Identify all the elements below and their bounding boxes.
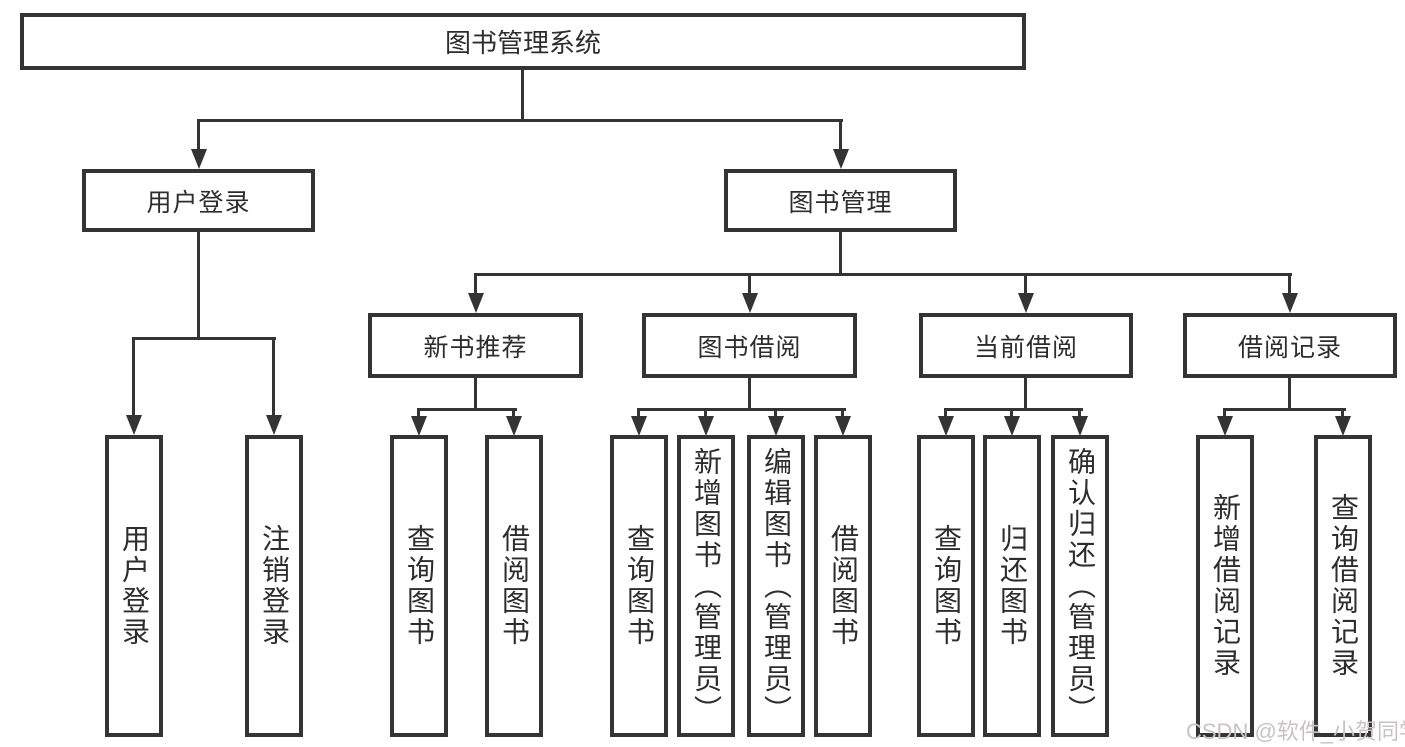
- node-label: 借阅图书: [828, 524, 859, 648]
- csdn-watermark: CSDN @软件_小贺同学: [1186, 719, 1405, 744]
- arrow-down-icon: [742, 293, 758, 313]
- node-borrowing-records: 借阅记录: [1183, 313, 1397, 378]
- connector-line: [637, 411, 640, 419]
- connector-line: [132, 337, 276, 340]
- connector-line: [944, 408, 1083, 411]
- connector-line: [1223, 408, 1346, 411]
- arrow-down-icon: [835, 416, 851, 436]
- connector-line: [197, 122, 200, 152]
- connector-line: [637, 408, 846, 411]
- node-label: 图书管理系统: [444, 28, 601, 58]
- connector-line: [774, 411, 777, 419]
- arrow-down-icon: [1335, 416, 1351, 436]
- leaf-edit-books-admin: 编辑图书（管理员）: [747, 435, 805, 737]
- leaf-borrow-books-recommend: 借阅图书: [485, 435, 543, 737]
- arrow-down-icon: [1072, 416, 1088, 436]
- connector-line: [1223, 411, 1226, 419]
- connector-line: [197, 119, 843, 122]
- connector-line: [197, 232, 200, 337]
- connector-line: [474, 276, 477, 296]
- leaf-confirm-return-admin: 确认归还（管理员）: [1051, 435, 1109, 737]
- node-label: 归还图书: [997, 524, 1028, 648]
- connector-line: [417, 411, 420, 419]
- node-label: 查询借阅记录: [1328, 493, 1359, 679]
- node-label: 确认归还（管理员）: [1065, 446, 1096, 726]
- connector-line: [1078, 411, 1081, 419]
- connector-line: [474, 378, 477, 408]
- arrow-down-icon: [1217, 416, 1233, 436]
- leaf-return-books: 归还图书: [983, 435, 1041, 737]
- arrow-down-icon: [938, 416, 954, 436]
- node-label: 用户登录: [146, 188, 251, 217]
- connector-line: [474, 273, 1292, 276]
- leaf-query-borrow-record: 查询借阅记录: [1314, 435, 1372, 737]
- node-book-borrowing: 图书借阅: [642, 313, 857, 378]
- node-label: 查询图书: [624, 524, 655, 648]
- leaf-add-books-admin: 新增图书（管理员）: [677, 435, 735, 737]
- arrow-down-icon: [468, 293, 484, 313]
- node-label: 当前借阅: [973, 333, 1078, 362]
- arrow-down-icon: [698, 416, 714, 436]
- connector-line: [1288, 378, 1291, 408]
- leaf-query-books-borrowing: 查询图书: [610, 435, 668, 737]
- node-label: 借阅图书: [499, 524, 530, 648]
- arrow-down-icon: [191, 149, 207, 169]
- arrow-down-icon: [1004, 416, 1020, 436]
- leaf-logout: 注销登录: [245, 435, 303, 737]
- connector-line: [841, 411, 844, 419]
- connector-line: [272, 340, 275, 420]
- connector-line: [132, 340, 135, 420]
- connector-line: [521, 69, 524, 119]
- connector-line: [748, 378, 751, 408]
- connector-line: [748, 276, 751, 296]
- node-book-management: 图书管理: [724, 169, 957, 232]
- node-label: 查询图书: [404, 524, 435, 648]
- leaf-user-login: 用户登录: [105, 435, 163, 737]
- connector-line: [1024, 378, 1027, 408]
- leaf-query-books-current: 查询图书: [917, 435, 975, 737]
- arrow-down-icon: [506, 416, 522, 436]
- arrow-down-icon: [126, 415, 142, 435]
- node-label: 借阅记录: [1237, 333, 1342, 362]
- connector-line: [512, 411, 515, 419]
- arrow-down-icon: [1282, 293, 1298, 313]
- connector-line: [944, 411, 947, 419]
- node-new-book-recommend: 新书推荐: [368, 313, 583, 378]
- connector-line: [839, 122, 842, 152]
- node-label: 新书推荐: [423, 333, 528, 362]
- leaf-borrow-books: 借阅图书: [814, 435, 872, 737]
- node-label: 用户登录: [119, 524, 150, 648]
- arrow-down-icon: [1018, 293, 1034, 313]
- node-label: 新增借阅记录: [1210, 493, 1241, 679]
- node-label: 图书管理: [788, 188, 893, 217]
- connector-line: [417, 408, 517, 411]
- connector-line: [1010, 411, 1013, 419]
- connector-line: [1341, 411, 1344, 419]
- leaf-query-books-recommend: 查询图书: [390, 435, 448, 737]
- arrow-down-icon: [833, 149, 849, 169]
- arrow-down-icon: [631, 416, 647, 436]
- arrow-down-icon: [411, 416, 427, 436]
- node-label: 新增图书（管理员）: [691, 446, 722, 726]
- connector-line: [704, 411, 707, 419]
- node-label: 图书借阅: [697, 333, 802, 362]
- leaf-add-borrow-record: 新增借阅记录: [1196, 435, 1254, 737]
- node-library-management-system: 图书管理系统: [20, 13, 1026, 70]
- arrow-down-icon: [768, 416, 784, 436]
- node-label: 编辑图书（管理员）: [761, 446, 792, 726]
- connector-line: [1288, 276, 1291, 296]
- arrow-down-icon: [266, 415, 282, 435]
- node-user-login: 用户登录: [82, 169, 315, 232]
- node-label: 注销登录: [259, 524, 290, 648]
- connector-line: [1024, 276, 1027, 296]
- connector-line: [839, 232, 842, 273]
- node-label: 查询图书: [931, 524, 962, 648]
- node-current-borrowing: 当前借阅: [919, 313, 1133, 378]
